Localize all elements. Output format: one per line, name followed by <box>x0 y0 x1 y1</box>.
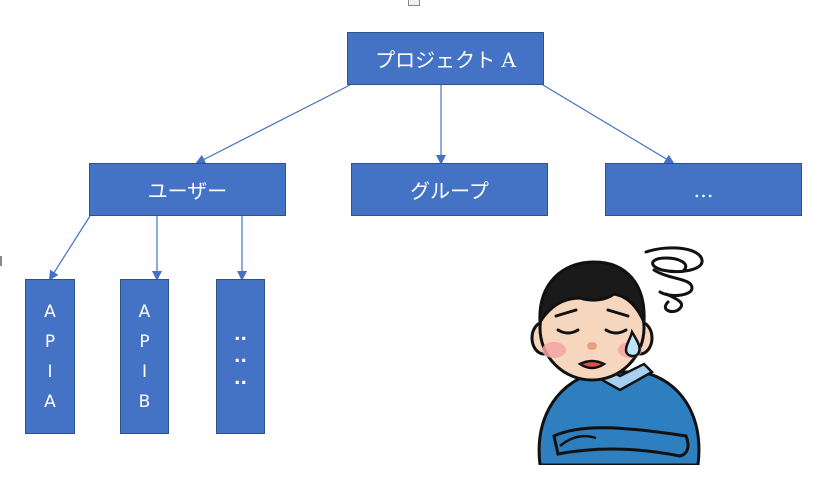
node-api-b: A P I B <box>120 279 169 434</box>
nose <box>587 342 597 350</box>
crossed-arms <box>552 426 690 458</box>
node-project-a: プロジェクト A <box>347 32 544 85</box>
right-eyebrow <box>606 308 630 318</box>
node-api-a-char-3: I <box>47 361 53 382</box>
edge-users-to-api-a <box>48 215 91 281</box>
node-api-a-char-4: A <box>44 391 56 412</box>
edge-root-to-more <box>542 84 675 165</box>
edge-root-to-users <box>195 84 351 164</box>
node-project-a-label: プロジェクト A <box>375 48 516 72</box>
page-edge-tick <box>0 256 2 266</box>
node-api-more-char-1: .. <box>234 324 247 345</box>
right-eye <box>604 328 628 335</box>
node-more-label: … <box>693 177 714 202</box>
node-users: ユーザー <box>89 163 286 216</box>
node-groups: グループ <box>351 163 548 216</box>
node-api-b-char-4: B <box>138 391 151 412</box>
node-api-b-char-1: A <box>138 301 151 322</box>
mouth <box>577 359 607 370</box>
node-api-a: A P I A <box>25 279 75 434</box>
sweat-drop-icon <box>624 328 641 358</box>
hair <box>538 260 646 327</box>
node-api-b-char-3: I <box>141 361 147 382</box>
node-api-a-char-1: A <box>44 301 56 322</box>
node-api-more: .. .. .. <box>216 279 265 434</box>
node-users-label: ユーザー <box>147 179 228 203</box>
left-eyebrow <box>554 308 578 318</box>
node-groups-label: グループ <box>410 179 489 203</box>
node-more: … <box>605 163 802 216</box>
node-api-b-char-2: P <box>139 331 150 352</box>
worried-person-illustration <box>530 246 704 465</box>
page-top-marker <box>408 0 420 6</box>
node-api-a-char-2: P <box>44 331 56 352</box>
left-cheek <box>542 342 566 358</box>
left-eye <box>556 328 580 335</box>
node-api-more-char-2: .. <box>234 346 247 367</box>
node-api-more-char-3: .. <box>234 368 247 389</box>
dizzy-swirl-icon <box>644 246 704 314</box>
